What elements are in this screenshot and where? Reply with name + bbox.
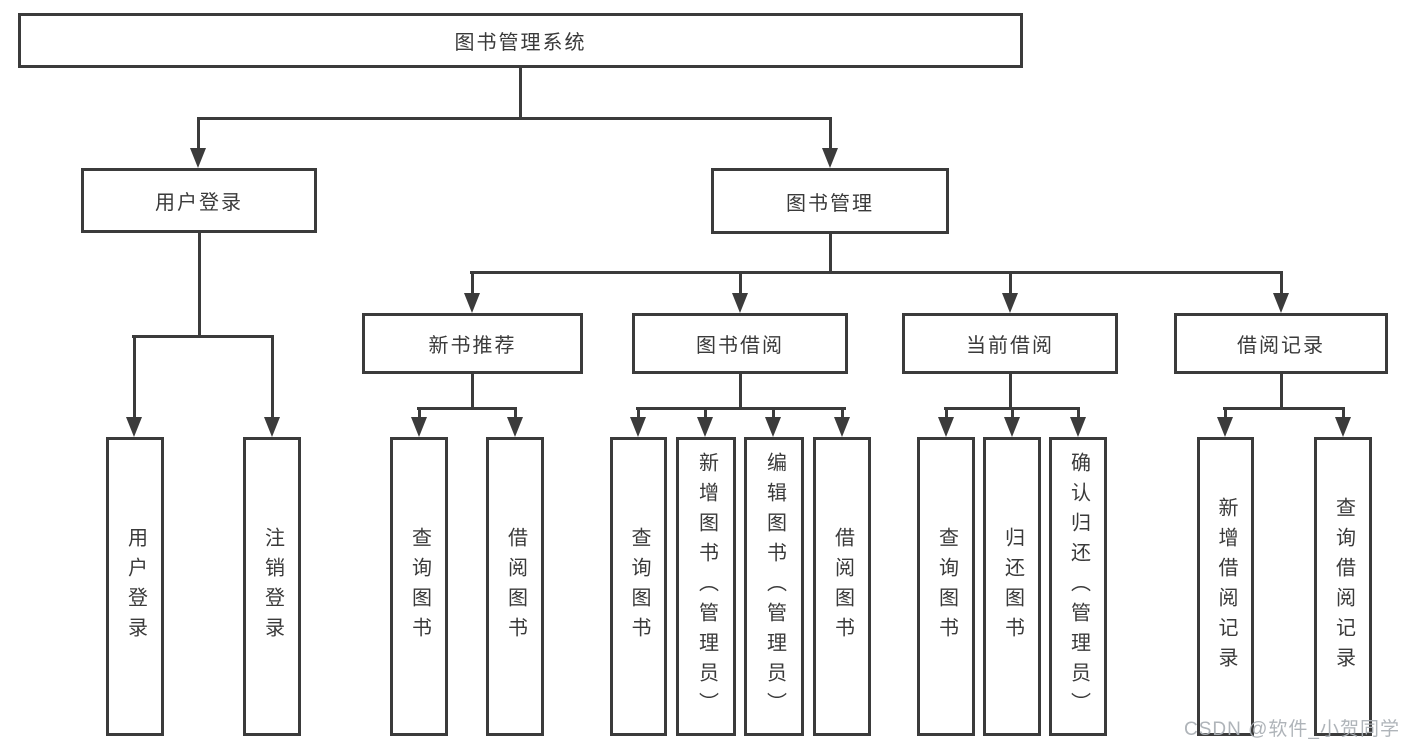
- node-label: 当前借阅: [966, 335, 1054, 357]
- node-book-management: 图书管理: [711, 168, 949, 234]
- node-label: 查询图书: [628, 526, 650, 647]
- arrow-shaft: [738, 271, 742, 297]
- arrow-down-icon: [822, 148, 838, 168]
- connector-line: [518, 68, 522, 118]
- connector-line: [1279, 374, 1283, 407]
- arrow-shaft: [1279, 271, 1283, 297]
- node-book-borrow: 图书借阅: [632, 313, 848, 374]
- arrow-shaft: [703, 407, 707, 421]
- arrow-down-icon: [190, 148, 206, 168]
- arrow-down-icon: [464, 293, 480, 313]
- node-label: 查询借阅记录: [1332, 496, 1355, 677]
- arrow-down-icon: [264, 417, 280, 437]
- connector-line: [132, 335, 274, 338]
- node-current-borrow: 当前借阅: [902, 313, 1118, 374]
- connector-line: [470, 271, 1283, 274]
- arrow-shaft: [513, 407, 517, 421]
- connector-line: [1008, 374, 1012, 407]
- leaf-return-books: 归还图书: [983, 437, 1041, 736]
- arrow-down-icon: [630, 417, 646, 437]
- node-label: 用户登录: [124, 526, 147, 647]
- arrow-shaft: [1341, 407, 1345, 421]
- connector-line: [636, 407, 846, 410]
- arrow-down-icon: [507, 417, 523, 437]
- node-label: 借阅图书: [504, 526, 527, 647]
- node-label: 用户登录: [155, 192, 243, 214]
- arrow-down-icon: [765, 417, 781, 437]
- leaf-borrow-books-1: 借阅图书: [486, 437, 544, 736]
- arrow-down-icon: [1002, 293, 1018, 313]
- arrow-shaft: [417, 407, 421, 421]
- node-borrow-records: 借阅记录: [1174, 313, 1388, 374]
- arrow-down-icon: [1273, 293, 1289, 313]
- leaf-edit-books-admin: 编辑图书（管理员）: [744, 437, 804, 736]
- arrow-shaft: [132, 335, 136, 421]
- arrow-down-icon: [1004, 417, 1020, 437]
- leaf-query-books-3: 查询图书: [917, 437, 975, 736]
- node-user-login: 用户登录: [81, 168, 317, 233]
- node-label: 新增借阅记录: [1215, 496, 1237, 677]
- node-label: 新增图书（管理员）: [695, 451, 718, 722]
- arrow-down-icon: [1070, 417, 1086, 437]
- node-label: 确认归还（管理员）: [1067, 451, 1090, 722]
- leaf-query-borrow-record: 查询借阅记录: [1314, 437, 1372, 736]
- leaf-logout: 注销登录: [243, 437, 301, 736]
- node-label: 查询图书: [408, 526, 431, 647]
- node-label: 图书管理: [786, 192, 874, 215]
- arrow-down-icon: [697, 417, 713, 437]
- arrow-down-icon: [411, 417, 427, 437]
- node-label: 编辑图书（管理员）: [763, 451, 786, 722]
- connector-line: [828, 234, 832, 271]
- arrow-shaft: [944, 407, 948, 421]
- arrow-shaft: [1010, 407, 1014, 421]
- arrow-shaft: [270, 335, 274, 421]
- leaf-query-books-1: 查询图书: [390, 437, 448, 736]
- leaf-add-borrow-record: 新增借阅记录: [1197, 437, 1254, 736]
- arrow-shaft: [636, 407, 640, 421]
- connector-line: [470, 374, 474, 407]
- leaf-user-login: 用户登录: [106, 437, 164, 736]
- arrow-shaft: [828, 117, 832, 152]
- node-label: 归还图书: [1001, 526, 1024, 647]
- node-library-management-system: 图书管理系统: [18, 13, 1023, 68]
- connector-line: [197, 233, 201, 335]
- leaf-borrow-books-2: 借阅图书: [813, 437, 871, 736]
- node-label: 借阅记录: [1237, 335, 1325, 357]
- arrow-down-icon: [1335, 417, 1351, 437]
- node-label: 新书推荐: [428, 335, 517, 357]
- arrow-shaft: [470, 271, 474, 297]
- connector-line: [1223, 407, 1345, 410]
- arrow-shaft: [771, 407, 775, 421]
- arrow-shaft: [1008, 271, 1012, 297]
- node-label: 图书借阅: [696, 335, 784, 357]
- arrow-down-icon: [126, 417, 142, 437]
- connector-line: [417, 407, 517, 410]
- arrow-down-icon: [938, 417, 954, 437]
- connector-line: [197, 117, 831, 120]
- node-new-book-recommend: 新书推荐: [362, 313, 583, 374]
- node-label: 查询图书: [935, 526, 958, 647]
- connector-line: [738, 374, 742, 407]
- arrow-down-icon: [834, 417, 850, 437]
- leaf-add-books-admin: 新增图书（管理员）: [676, 437, 736, 736]
- arrow-shaft: [1223, 407, 1227, 421]
- arrow-shaft: [840, 407, 844, 421]
- arrow-down-icon: [1217, 417, 1233, 437]
- node-label: 借阅图书: [831, 526, 854, 647]
- node-label: 图书管理系统: [454, 32, 587, 54]
- leaf-confirm-return-admin: 确认归还（管理员）: [1049, 437, 1107, 736]
- arrow-down-icon: [732, 293, 748, 313]
- arrow-shaft: [1076, 407, 1080, 421]
- arrow-shaft: [196, 117, 200, 152]
- node-label: 注销登录: [261, 526, 284, 647]
- leaf-query-books-2: 查询图书: [610, 437, 667, 736]
- csdn-watermark: CSDN @软件_小贺同学: [1184, 719, 1400, 740]
